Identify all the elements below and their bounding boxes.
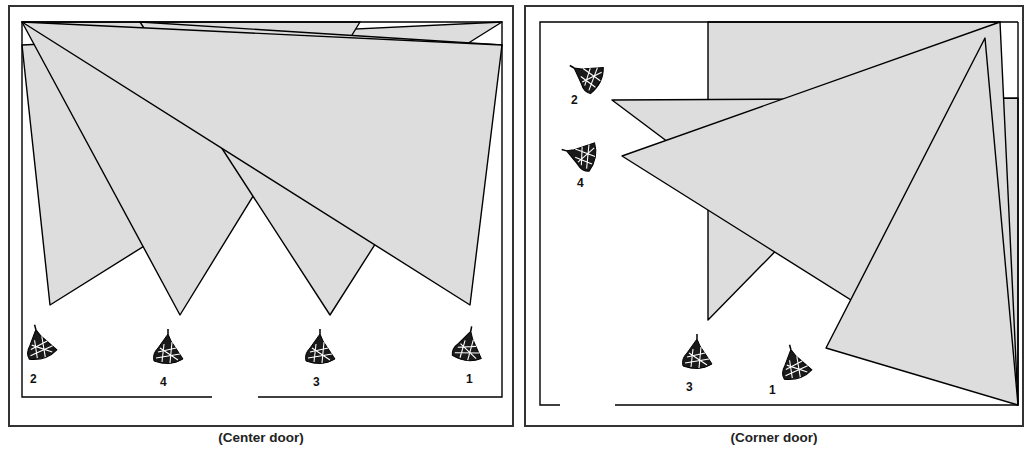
speaker-icons: [21, 53, 813, 382]
coverage-zones: [22, 22, 1018, 405]
panel-frame: [8, 5, 514, 427]
speaker-icon: [563, 53, 608, 96]
callout-number: 1: [466, 373, 473, 385]
callout-number: 3: [313, 376, 320, 388]
wall: [1017, 22, 1018, 405]
callout-number: 4: [160, 376, 167, 388]
panel-caption: (Corner door): [524, 430, 1024, 445]
panel-caption: (Center door): [8, 430, 514, 445]
coverage-zone: [826, 38, 1018, 405]
room-panel: (Corner door): [524, 5, 1024, 449]
speaker-icon: [21, 321, 58, 362]
wall: [615, 404, 1018, 405]
coverage-zone: [22, 22, 502, 305]
speaker-icon: [154, 329, 184, 364]
callout-number: 4: [577, 177, 584, 189]
callout-number: 3: [686, 381, 693, 393]
room-panel: (Center door): [8, 5, 514, 449]
callout-number: 2: [571, 94, 578, 106]
wall: [22, 22, 502, 397]
coverage-zone: [22, 22, 502, 305]
speaker-icon: [683, 334, 713, 369]
speaker-icon: [776, 341, 813, 382]
coverage-zone: [622, 22, 1018, 405]
panel-frame: [524, 5, 1024, 427]
room-walls: [22, 22, 1018, 405]
speaker-icon: [451, 324, 486, 363]
speaker-icon: [306, 329, 336, 364]
callout-number: 1: [769, 384, 776, 396]
speaker-icon: [558, 135, 599, 172]
callout-number: 2: [30, 373, 37, 385]
wall: [540, 22, 1018, 405]
